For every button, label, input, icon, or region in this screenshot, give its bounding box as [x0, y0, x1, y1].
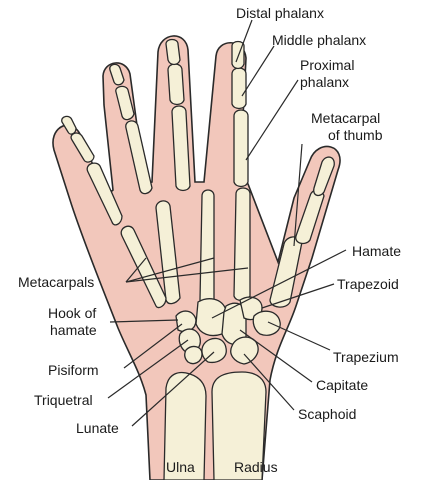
leader-metacarpals-b [125, 257, 215, 283]
thumb-distal-phalanx [313, 156, 335, 197]
index-middle-phalanx [231, 67, 247, 110]
little-metacarpal [120, 225, 167, 309]
leader-metacarpal-thumb [293, 143, 303, 247]
leader-lunate [131, 351, 215, 427]
index-metacarpal [233, 187, 251, 302]
leader-triquetral [107, 339, 189, 399]
label-lunate: Lunate [76, 420, 119, 436]
label-pisiform: Pisiform [48, 362, 99, 378]
hook-of-hamate [175, 310, 197, 333]
ring-metacarpal [155, 200, 181, 305]
label-hook-of-hamate-line1: Hook of [48, 305, 96, 321]
leader-metacarpals-a [125, 257, 147, 283]
hamate-bone [195, 298, 227, 337]
leader-pisiform [123, 323, 183, 369]
leader-hook-of-hamate [109, 319, 179, 323]
label-capitate: Capitate [316, 377, 368, 393]
ring-middle-phalanx [115, 85, 135, 121]
leader-metacarpals-c [125, 267, 249, 283]
ring-distal-phalanx [109, 63, 125, 86]
leader-capitate [239, 329, 313, 383]
label-proximal-phalanx-line1: Proximal [300, 57, 354, 73]
label-ulna: Ulna [166, 459, 195, 475]
label-radius: Radius [234, 459, 278, 475]
leader-proximal-phalanx [245, 79, 299, 161]
lunate-bone [201, 337, 227, 364]
little-middle-phalanx [70, 132, 95, 163]
label-metacarpals: Metacarpals [18, 274, 94, 290]
label-proximal-phalanx-line2: phalanx [300, 74, 349, 90]
leader-middle-phalanx [241, 45, 275, 97]
ring-proximal-phalanx [125, 120, 153, 195]
leader-scaphoid [243, 353, 295, 411]
label-scaphoid: Scaphoid [298, 406, 356, 422]
thumb-proximal-phalanx [295, 189, 325, 245]
trapezium-bone [252, 310, 281, 336]
label-middle-phalanx: Middle phalanx [272, 32, 366, 48]
label-metacarpal-thumb-line2: of thumb [328, 127, 383, 143]
label-triquetral: Triquetral [34, 392, 93, 408]
label-trapezium: Trapezium [333, 349, 399, 365]
leader-hamate [211, 249, 347, 319]
leader-trapezium [267, 321, 331, 351]
little-proximal-phalanx [86, 162, 123, 226]
label-metacarpal-thumb-line1: Metacarpal [311, 110, 380, 126]
scaphoid-bone [230, 336, 259, 365]
leader-trapezoid [261, 283, 335, 309]
pisiform-bone [184, 345, 203, 365]
leader-distal-phalanx [235, 19, 253, 63]
middle-proximal-phalanx [171, 105, 191, 192]
label-hamate: Hamate [352, 243, 401, 259]
middle-distal-phalanx [165, 38, 181, 66]
little-distal-phalanx [61, 115, 77, 135]
hand-skin-outline [52, 35, 341, 481]
label-trapezoid: Trapezoid [337, 276, 399, 292]
pointer-lines [107, 19, 347, 427]
radius-bone [211, 371, 267, 481]
middle-middle-phalanx [167, 63, 185, 106]
label-distal-phalanx: Distal phalanx [236, 5, 324, 21]
index-proximal-phalanx [233, 109, 249, 188]
label-hook-of-hamate-line2: hamate [50, 322, 97, 338]
middle-metacarpal [199, 189, 215, 306]
